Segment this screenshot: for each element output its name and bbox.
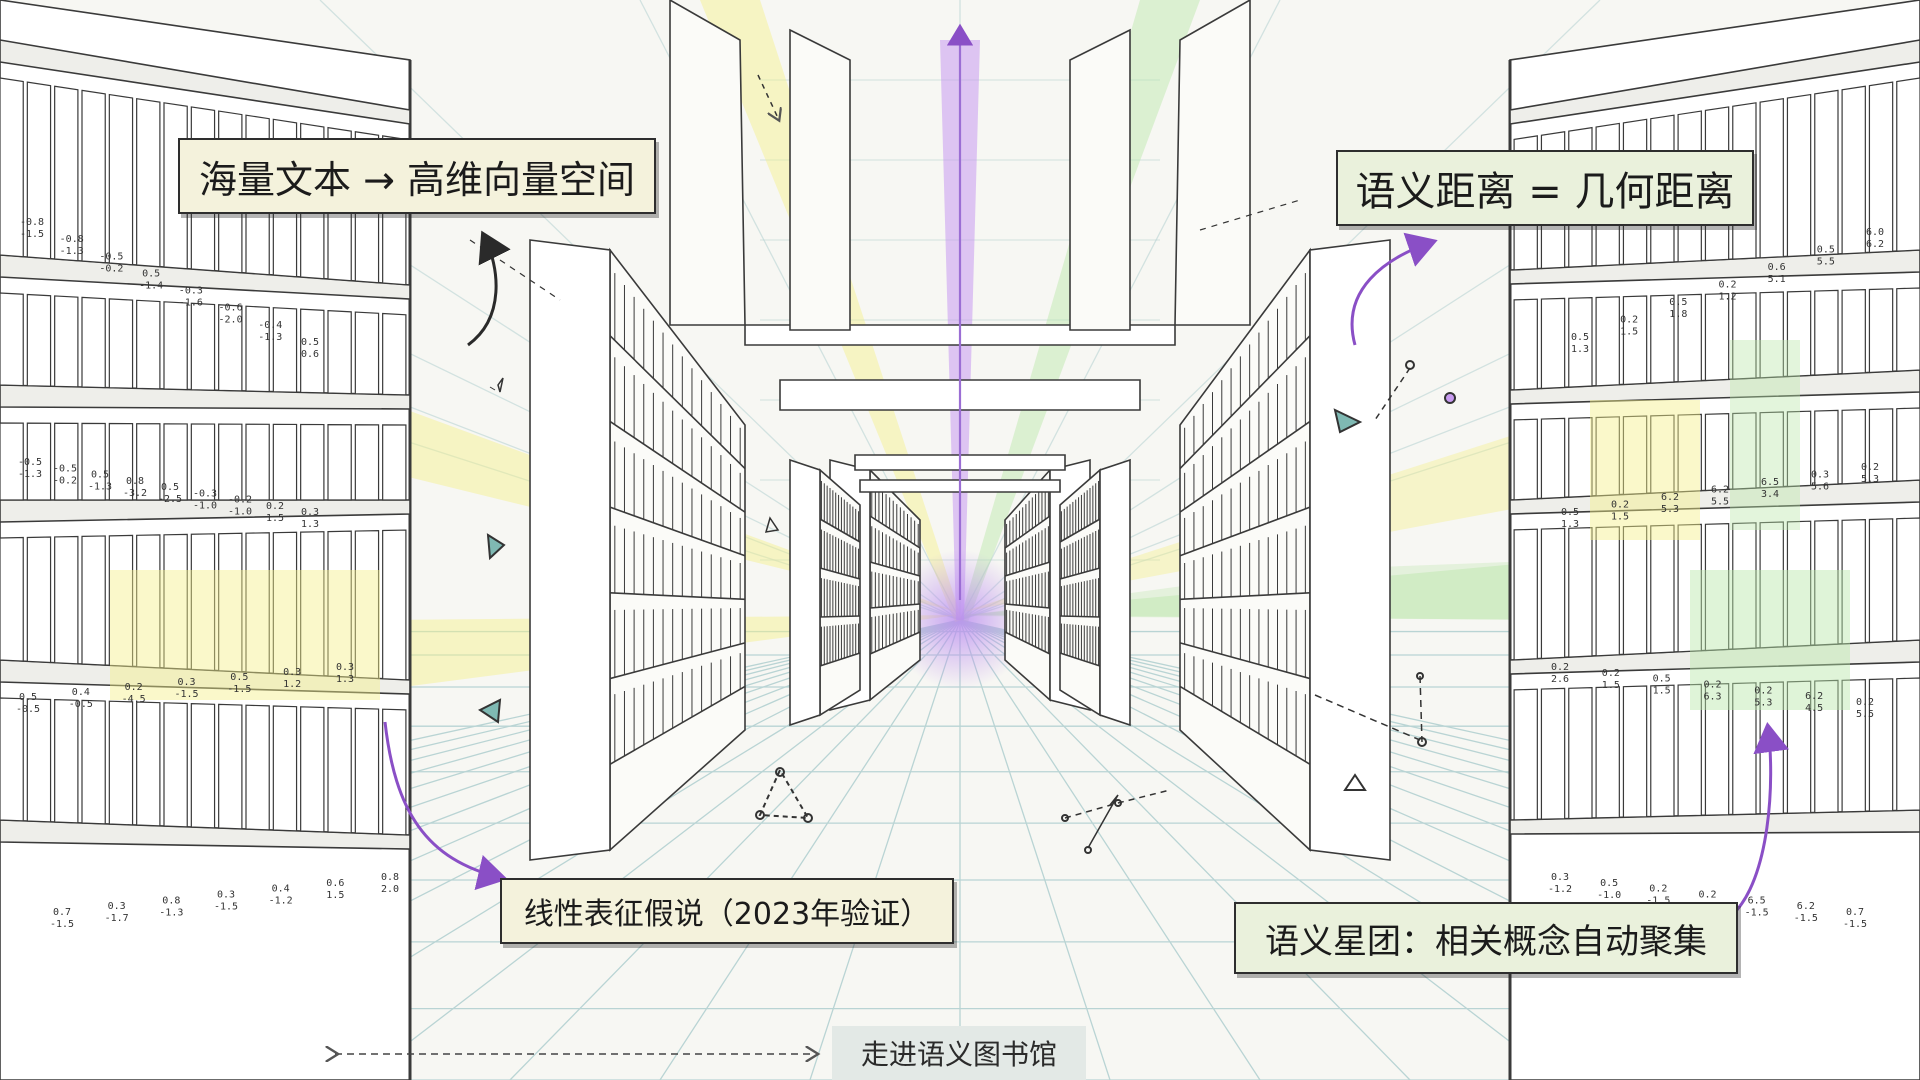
label-semantic-distance: 语义距离 = 几何距离 xyxy=(1336,150,1754,226)
book-vector-label: -0.2-1.0 xyxy=(228,495,252,518)
book-vector-label: 0.2-4.5 xyxy=(122,682,146,705)
arrow-top-right xyxy=(1350,232,1438,346)
book-vector-label: -0.3-1.6 xyxy=(179,286,203,309)
book-vector-label: -0.4-1.3 xyxy=(258,320,282,343)
label-semantic-cluster: 语义星团：相关概念自动聚集 xyxy=(1234,902,1738,974)
label-linear-hypothesis: 线性表征假说（2023年验证） xyxy=(500,878,954,944)
arrow-top-left xyxy=(467,230,511,347)
book-vector-label: -0.3-1.0 xyxy=(193,488,217,511)
caption: 走进语义图书馆 xyxy=(832,1026,1086,1080)
book-vector-label: 0.8-3.2 xyxy=(123,476,147,499)
book-vector-label: 0.5-1.3 xyxy=(88,470,112,493)
label-massive-text: 海量文本 → 高维向量空间 xyxy=(178,138,656,214)
geometric-markers xyxy=(469,74,1456,854)
book-vector-label: 0.5-1.4 xyxy=(139,268,163,291)
book-vector-label: -0.8-1.3 xyxy=(60,234,84,257)
book-vector-label: -0.5-0.2 xyxy=(53,463,77,486)
book-vector-label: 0.2-1.5 xyxy=(1646,884,1670,907)
book-vector-label: 0.5-0.5 xyxy=(16,692,40,715)
book-vector-label: -0.8-1.5 xyxy=(20,217,44,240)
book-vector-label: 0.5-1.0 xyxy=(1597,878,1621,901)
book-vector-label: -0.6-2.0 xyxy=(219,303,243,326)
book-vector-label: 0.5-2.5 xyxy=(158,482,182,505)
book-vector-label: 0.3-1.7 xyxy=(105,901,129,924)
book-vector-label: 0.3-1.5 xyxy=(174,677,198,700)
book-vector-label: 0.7-1.5 xyxy=(1843,907,1867,930)
book-vector-label: 0.4-0.5 xyxy=(69,687,93,710)
arrow-bottom-right xyxy=(1730,722,1790,917)
book-vector-label: 0.4-1.2 xyxy=(269,884,293,907)
book-vector-label: 0.8-1.3 xyxy=(159,895,183,918)
book-vector-label: 0.3-1.2 xyxy=(1548,872,1572,895)
arrow-bottom-left xyxy=(383,721,508,891)
book-vector-label: -0.5-0.2 xyxy=(99,251,123,274)
annotation-arrows xyxy=(335,23,1790,1054)
book-vector-label: 6.5-1.5 xyxy=(1745,895,1769,918)
book-vector-label: 0.7-1.5 xyxy=(50,907,74,930)
book-vector-label: 6.2-1.5 xyxy=(1794,901,1818,924)
book-vector-label: 0.5-1.5 xyxy=(227,672,251,695)
book-vector-label: 0.3-1.5 xyxy=(214,890,238,913)
book-vector-label: -0.5-1.3 xyxy=(18,457,42,480)
shelf-highlights xyxy=(110,340,1850,710)
